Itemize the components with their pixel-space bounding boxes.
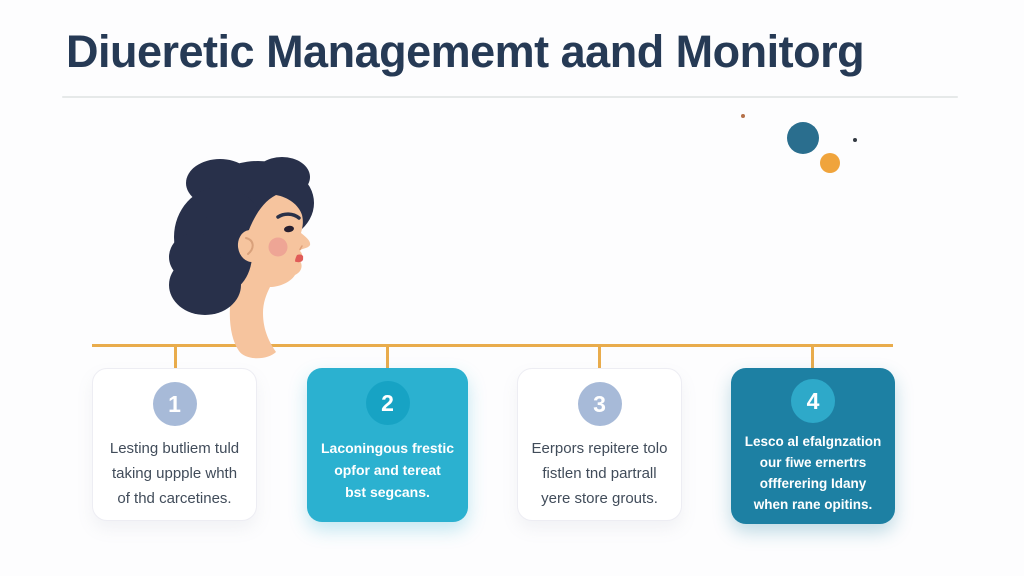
step-number: 3 [593,390,606,417]
orange-dot-icon [820,153,840,173]
hair-ponytail [169,215,252,315]
step-text-line: of thd carcetines. [117,490,232,507]
step-text-line: opfor and tereat [334,462,441,478]
blush [268,237,288,257]
step-text: Eerpors repitere tolo fistlen tnd partra… [518,436,681,511]
timeline-tick-2 [386,346,389,370]
step-text-line: Lesco al efalgnzation [744,434,882,449]
step-text: Lesco al efalgnzation our fiwe ernertrs … [731,431,895,515]
step-text-line: Eerpors repitere tolo [531,440,668,457]
ear-inner [245,237,254,255]
timeline-tick-1 [174,346,177,370]
step-text-line: Lesting butliem tuld [109,440,240,457]
woman-profile-illustration [150,145,350,365]
lips [295,254,304,263]
step-number-badge: 4 [791,379,835,423]
eye [284,225,294,233]
step-card-4: 4 Lesco al efalgnzation our fiwe ernertr… [731,368,895,524]
step-number-badge: 1 [152,382,197,426]
step-card-3: 3 Eerpors repitere tolo fistlen tnd part… [517,368,682,521]
step-card-1: 1 Lesting butliem tuld taking uppple wht… [92,368,257,521]
step-text-line: our fiwe ernertrs [759,455,867,470]
step-number: 2 [381,389,394,416]
step-card-2: 2 Laconingous frestic opfor and tereat b… [307,368,468,522]
eyebrow [276,212,301,220]
nose-shadow [299,245,303,251]
timeline-tick-3 [598,346,601,370]
step-text-line: yere store grouts. [541,490,658,507]
teal-dot-icon [787,122,819,154]
step-text-line: offferering Idany [759,476,867,491]
step-text-line: bst segcans. [345,484,430,500]
step-text-line: taking uppple whth [111,465,238,482]
timeline-line [92,344,893,347]
step-text-line: fistlen tnd partrall [542,465,657,482]
step-text-line: Laconingous frestic [320,440,455,456]
tiny-dark-dot-icon [853,138,857,142]
step-text-line: when rane opitins. [753,497,873,512]
step-number-badge: 2 [365,381,410,425]
step-text: Lesting butliem tuld taking uppple whth … [93,436,256,511]
step-number: 1 [168,390,181,417]
page-title: Diueretic Managememt aand Monitorg [66,26,865,77]
title-divider [62,96,958,98]
timeline-tick-4 [811,346,814,370]
ear [237,230,265,262]
tiny-orange-dot-icon [741,114,745,118]
step-number: 4 [806,387,820,414]
step-text: Laconingous frestic opfor and tereat bst… [307,437,468,503]
step-number-badge: 3 [577,382,622,426]
